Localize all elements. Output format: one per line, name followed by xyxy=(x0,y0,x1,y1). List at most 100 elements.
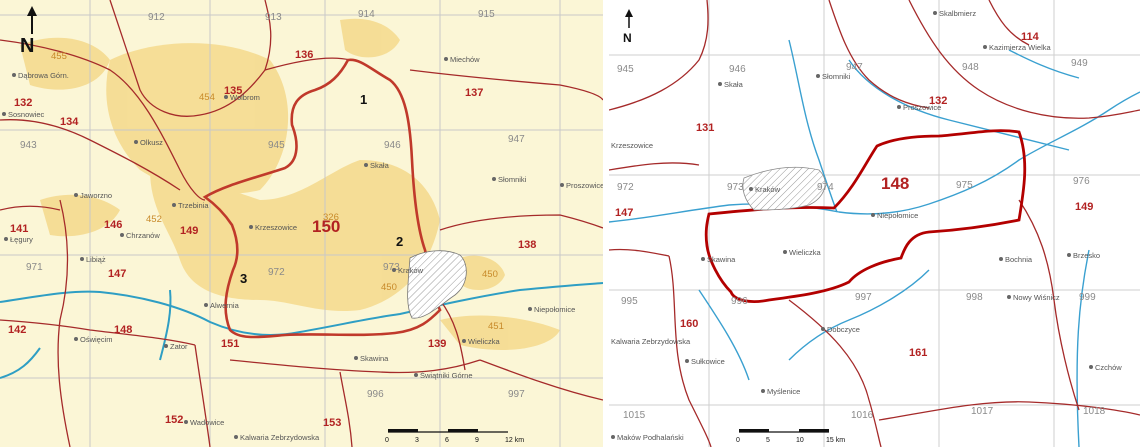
sheet-number: 997 xyxy=(855,292,872,303)
sheet-number: 1015 xyxy=(623,410,646,421)
town-label: Słomniki xyxy=(822,72,851,81)
scale-tick-label: 0 xyxy=(736,437,740,444)
sheet-number: 946 xyxy=(384,140,401,151)
north-arrow-icon: N xyxy=(20,6,37,57)
town-label: Wieliczka xyxy=(789,248,821,257)
region-number: 146 xyxy=(104,219,122,231)
north-arrow-icon: N xyxy=(623,9,633,45)
town-label: Niepołomice xyxy=(534,305,575,314)
town-label: Brzesko xyxy=(1073,251,1100,260)
region-number: 153 xyxy=(323,417,341,429)
town-label: Dąbrowa Górn. xyxy=(18,71,69,80)
sheet-number: 1018 xyxy=(1083,406,1106,417)
town-dot xyxy=(528,307,532,311)
sheet-number: 948 xyxy=(962,62,979,73)
town-dot xyxy=(761,389,765,393)
town-dot xyxy=(999,257,1003,261)
town-label: Bochnia xyxy=(1005,255,1033,264)
aquifer-number: 454 xyxy=(199,92,215,103)
sheet-number: 975 xyxy=(956,180,973,191)
town-label: Krzeszowice xyxy=(611,141,653,150)
town-dot xyxy=(749,187,753,191)
town-label: Libiąż xyxy=(86,255,106,264)
town-label: Niepołomice xyxy=(877,211,918,220)
town-label: Kalwaria Zebrzydowska xyxy=(240,433,320,442)
sheet-grid xyxy=(0,0,603,447)
town-label: Skała xyxy=(724,80,744,89)
sheet-number: 946 xyxy=(729,64,746,75)
region-number: 141 xyxy=(10,223,28,235)
scale-tick-label: 15 km xyxy=(826,437,845,444)
region-number: 136 xyxy=(295,49,313,61)
region-boundaries xyxy=(0,0,603,447)
town-label: Dobczyce xyxy=(827,325,860,334)
town-dot xyxy=(204,303,208,307)
region-number: 147 xyxy=(615,207,633,219)
sheet-number: 973 xyxy=(727,182,744,193)
town-label: Zator xyxy=(170,342,188,351)
area-markers: 123 xyxy=(240,92,403,286)
sheet-number: 971 xyxy=(26,262,43,273)
town-dot xyxy=(12,73,16,77)
sheet-number: 972 xyxy=(617,182,634,193)
sheet-number: 943 xyxy=(20,140,37,151)
region-number: 151 xyxy=(221,338,239,350)
town-dot xyxy=(364,163,368,167)
town-dot xyxy=(933,11,937,15)
town-dot xyxy=(80,257,84,261)
sheet-number: 1017 xyxy=(971,406,994,417)
town-dot xyxy=(74,193,78,197)
rivers xyxy=(609,39,1140,447)
town-label: Olkusz xyxy=(140,138,163,147)
aquifer-number: 450 xyxy=(482,269,498,280)
town-dot xyxy=(184,420,188,424)
study-area-boundary xyxy=(704,129,1027,303)
town-label: Proszowice xyxy=(566,181,603,190)
study-area-boundary xyxy=(202,58,442,339)
aquifer-number: 455 xyxy=(51,51,67,62)
town-label: Krzeszowice xyxy=(255,223,297,232)
sheet-number: 997 xyxy=(508,389,525,400)
town-dot xyxy=(120,233,124,237)
study-area-label: 150 xyxy=(312,217,340,236)
town-label: Słomniki xyxy=(498,175,527,184)
region-number: 139 xyxy=(428,338,446,350)
sheet-number: 974 xyxy=(817,182,834,193)
town-dot xyxy=(4,237,8,241)
sheet-grid xyxy=(609,0,1140,447)
kraków-city-area xyxy=(407,250,467,319)
kraków-city-area xyxy=(742,166,826,211)
town-label: Trzebinia xyxy=(178,201,209,210)
town-dot xyxy=(249,225,253,229)
town-dot xyxy=(816,74,820,78)
town-label: Proszowice xyxy=(903,103,941,112)
aquifer-number: 451 xyxy=(488,321,504,332)
region-number: 148 xyxy=(114,324,132,336)
region-number: 132 xyxy=(929,95,947,107)
town-label: Świątniki Górne xyxy=(420,371,473,380)
sheet-number: 1016 xyxy=(851,410,874,421)
sheet-number: 945 xyxy=(268,140,285,151)
town-dot xyxy=(897,105,901,109)
region-number: 152 xyxy=(165,414,183,426)
sheet-number: 973 xyxy=(383,262,400,273)
region-number: 161 xyxy=(909,347,927,359)
sheet-number: 913 xyxy=(265,12,282,23)
aquifer-number: 452 xyxy=(146,214,162,225)
region-number: 160 xyxy=(680,318,698,330)
town-label: Jaworzno xyxy=(80,191,112,200)
town-label: Oświęcim xyxy=(80,335,113,344)
sheet-number: 996 xyxy=(367,389,384,400)
sheet-number: 995 xyxy=(621,296,638,307)
town-label: Sosnowiec xyxy=(8,110,45,119)
region-number: 138 xyxy=(518,239,536,251)
town-label: Kazimierza Wielka xyxy=(989,43,1052,52)
town-label: Wolbrom xyxy=(230,93,260,102)
sheet-number: 914 xyxy=(358,9,375,20)
scale-tick-label: 10 xyxy=(796,437,804,444)
town-dot xyxy=(1067,253,1071,257)
